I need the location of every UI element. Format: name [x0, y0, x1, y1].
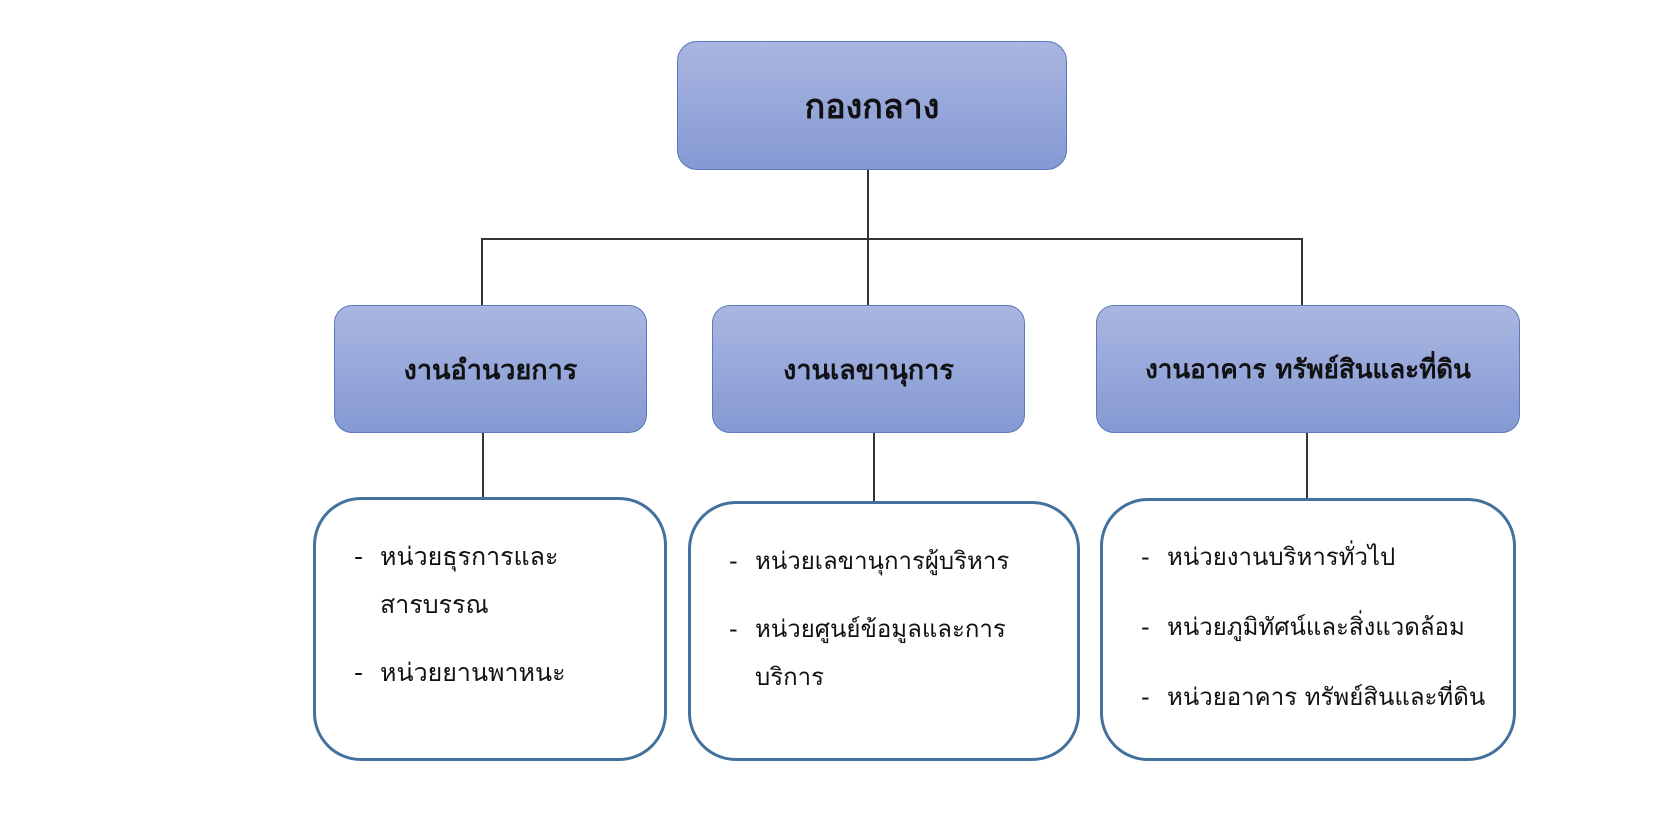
- unit-label: หน่วยธุรการและสารบรรณ: [380, 542, 559, 619]
- unit-item: -หน่วยอาคาร ทรัพย์สินและที่ดิน: [1141, 674, 1493, 720]
- unit-label: หน่วยศูนย์ข้อมูลและการบริการ: [755, 615, 1006, 691]
- connector-to-dept-1: [481, 238, 483, 305]
- connector-root-down: [867, 170, 869, 240]
- bullet-dash: -: [1141, 683, 1150, 711]
- unit-label: หน่วยเลขานุการผู้บริหาร: [755, 547, 1010, 575]
- dept-node-building-property: งานอาคาร ทรัพย์สินและที่ดิน: [1096, 305, 1520, 433]
- unit-item: -หน่วยเลขานุการผู้บริหาร: [729, 537, 1057, 585]
- unit-box-administration: -หน่วยธุรการและสารบรรณ -หน่วยยานพาหนะ: [313, 497, 667, 761]
- unit-list: -หน่วยงานบริหารทั่วไป -หน่วยภูมิทัศน์และ…: [1141, 534, 1493, 744]
- unit-item: -หน่วยงานบริหารทั่วไป: [1141, 534, 1493, 580]
- connector-dept-1-units: [482, 433, 484, 497]
- unit-label: หน่วยงานบริหารทั่วไป: [1167, 543, 1396, 571]
- unit-label: หน่วยยานพาหนะ: [380, 658, 566, 687]
- dept-node-secretariat: งานเลขานุการ: [712, 305, 1025, 433]
- connector-to-dept-3: [1301, 238, 1303, 305]
- bullet-dash: -: [1141, 543, 1150, 571]
- unit-label: หน่วยอาคาร ทรัพย์สินและที่ดิน: [1167, 683, 1486, 711]
- unit-item: -หน่วยศูนย์ข้อมูลและการบริการ: [729, 605, 1057, 701]
- bullet-dash: -: [729, 547, 738, 575]
- unit-list: -หน่วยเลขานุการผู้บริหาร -หน่วยศูนย์ข้อม…: [729, 537, 1057, 721]
- bullet-dash: -: [1141, 613, 1150, 641]
- connector-to-dept-2: [867, 238, 869, 305]
- dept-label: งานอาคาร ทรัพย์สินและที่ดิน: [1145, 354, 1471, 385]
- root-label: กองกลาง: [804, 86, 940, 127]
- unit-item: -หน่วยธุรการและสารบรรณ: [354, 533, 644, 629]
- root-node: กองกลาง: [677, 41, 1067, 170]
- dept-label: งานอำนวยการ: [403, 354, 578, 386]
- unit-item: -หน่วยยานพาหนะ: [354, 649, 644, 697]
- bullet-dash: -: [729, 615, 738, 643]
- dept-node-administration: งานอำนวยการ: [334, 305, 647, 433]
- unit-label: หน่วยภูมิทัศน์และสิ่งแวดล้อม: [1167, 613, 1465, 641]
- unit-item: -หน่วยภูมิทัศน์และสิ่งแวดล้อม: [1141, 604, 1493, 650]
- connector-dept-3-units: [1306, 433, 1308, 498]
- connector-horizontal-bar: [481, 238, 1303, 240]
- bullet-dash: -: [354, 658, 364, 687]
- connector-dept-2-units: [873, 433, 875, 501]
- dept-label: งานเลขานุการ: [783, 354, 954, 386]
- unit-list: -หน่วยธุรการและสารบรรณ -หน่วยยานพาหนะ: [354, 533, 644, 717]
- unit-box-building-property: -หน่วยงานบริหารทั่วไป -หน่วยภูมิทัศน์และ…: [1100, 498, 1516, 761]
- unit-box-secretariat: -หน่วยเลขานุการผู้บริหาร -หน่วยศูนย์ข้อม…: [688, 501, 1080, 761]
- bullet-dash: -: [354, 542, 364, 571]
